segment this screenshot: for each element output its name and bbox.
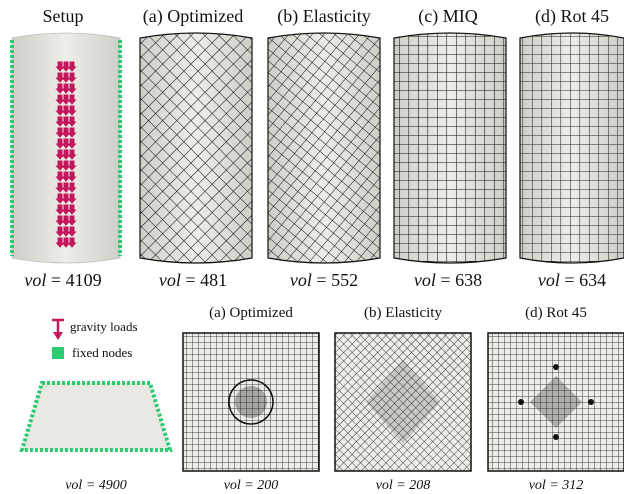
gravity-load-arrow <box>55 94 65 105</box>
optimized-cylinder <box>139 32 253 264</box>
gravity-load-arrow <box>67 149 77 160</box>
bottom-rot45-mesh <box>487 332 624 472</box>
gravity-load-arrow <box>55 237 65 248</box>
gravity-load-arrow <box>55 72 65 83</box>
bottom-title-elasticity: (b) Elasticity <box>364 305 442 321</box>
gravity-load-arrow <box>67 160 77 171</box>
gravity-load-arrow <box>61 116 71 127</box>
gravity-load-arrow <box>67 105 77 116</box>
elasticity-cylinder <box>267 32 381 264</box>
title-optimized: (a) Optimized <box>142 6 244 26</box>
gravity-load-arrow <box>61 83 71 94</box>
vol-setup: vol = 4109 <box>24 270 102 290</box>
gravity-load-arrow <box>55 61 65 72</box>
vol-rot45: vol = 634 <box>537 270 607 290</box>
gravity-load-arrow <box>61 226 71 237</box>
bottom-title-rot45: (d) Rot 45 <box>525 305 587 321</box>
gravity-load-arrow <box>61 61 71 72</box>
legend-fixed-label: fixed nodes <box>72 345 133 360</box>
setup-cylinder <box>10 32 122 264</box>
fixed-node-icon <box>52 347 64 359</box>
gravity-load-arrow <box>67 72 77 83</box>
bottom-vol-rot45: vol = 312 <box>528 478 584 493</box>
gravity-load-icon <box>52 318 64 340</box>
gravity-load-arrow <box>61 105 71 116</box>
gravity-load-arrow <box>55 171 65 182</box>
vol-miq: vol = 638 <box>413 270 483 290</box>
gravity-load-arrow <box>67 193 77 204</box>
gravity-load-arrow <box>61 193 71 204</box>
gravity-load-arrow <box>67 127 77 138</box>
gravity-load-arrow <box>55 127 65 138</box>
gravity-load-arrow <box>55 138 65 149</box>
gravity-load-arrow <box>61 204 71 215</box>
gravity-load-arrow <box>55 193 65 204</box>
title-rot45: (d) Rot 45 <box>535 6 609 26</box>
gravity-load-arrow <box>55 160 65 171</box>
gravity-load-arrow <box>61 94 71 105</box>
gravity-load-arrow <box>55 105 65 116</box>
gravity-load-arrow <box>61 171 71 182</box>
gravity-load-arrow <box>61 138 71 149</box>
gravity-load-arrow <box>61 237 71 248</box>
gravity-load-arrow <box>67 182 77 193</box>
gravity-load-arrow <box>61 215 71 226</box>
bottom-title-optimized: (a) Optimized <box>209 305 293 321</box>
gravity-load-arrow <box>55 204 65 215</box>
gravity-load-arrow <box>61 72 71 83</box>
gravity-load-arrow <box>61 160 71 171</box>
gravity-load-arrow <box>67 116 77 127</box>
vol-elasticity: vol = 552 <box>289 270 359 290</box>
bottom-optimized-mesh <box>182 332 320 472</box>
gravity-load-arrow <box>55 149 65 160</box>
gravity-load-arrow <box>67 138 77 149</box>
gravity-load-arrow <box>55 226 65 237</box>
gravity-load-arrow <box>61 149 71 160</box>
gravity-load-arrow <box>67 204 77 215</box>
bottom-vol-elasticity: vol = 208 <box>375 478 431 493</box>
gravity-load-arrow <box>61 127 71 138</box>
gravity-load-arrow <box>67 94 77 105</box>
title-elasticity: (b) Elasticity <box>277 6 371 26</box>
gravity-load-arrow <box>61 182 71 193</box>
gravity-load-arrow <box>55 215 65 226</box>
gravity-load-arrow <box>67 83 77 94</box>
gravity-load-arrow <box>67 215 77 226</box>
gravity-load-arrow <box>55 116 65 127</box>
vol-optimized: vol = 481 <box>158 270 228 290</box>
gravity-load-arrow <box>67 61 77 72</box>
rot45-cylinder <box>519 32 624 264</box>
gravity-load-arrow <box>55 83 65 94</box>
miq-cylinder <box>393 32 507 264</box>
bottom-vol-optimized: vol = 200 <box>223 478 279 493</box>
bottom-elasticity-mesh <box>334 332 472 472</box>
legend-gravity-label: gravity loads <box>70 319 138 334</box>
gravity-load-arrow <box>67 171 77 182</box>
bottom-vol-setup: vol = 4900 <box>65 478 127 493</box>
gravity-load-arrow <box>67 237 77 248</box>
gravity-load-arrow <box>67 226 77 237</box>
setup-plate <box>19 381 173 452</box>
title-miq: (c) MIQ <box>418 6 478 26</box>
gravity-load-arrow <box>55 182 65 193</box>
title-setup: Setup <box>42 6 84 26</box>
